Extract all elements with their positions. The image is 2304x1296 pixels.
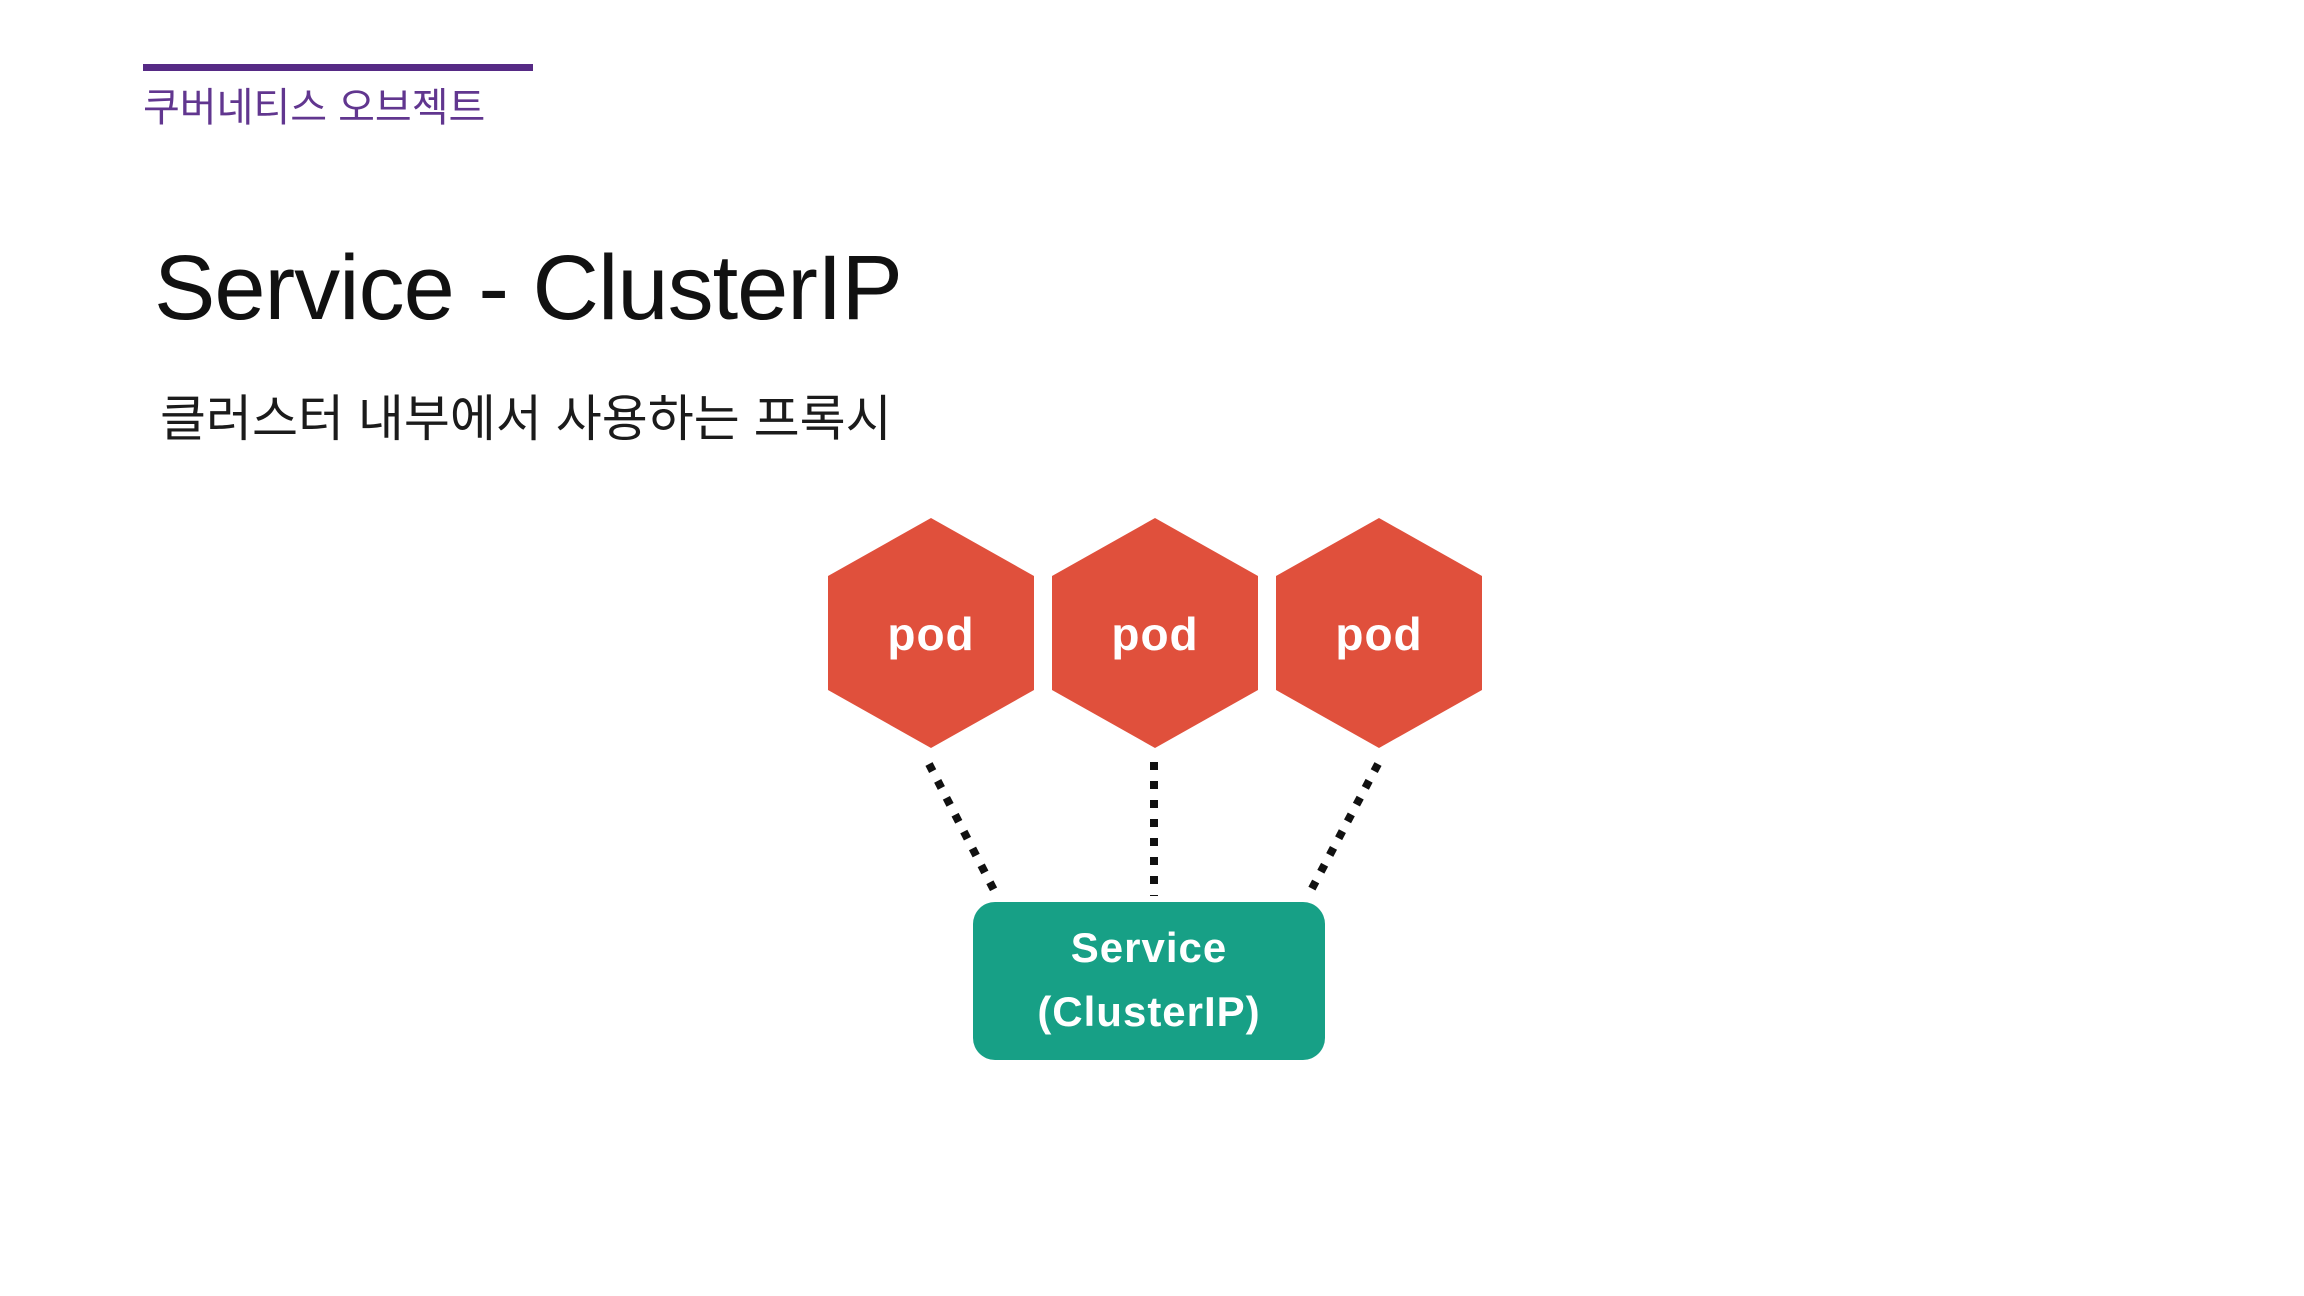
pod-label-1: pod bbox=[887, 608, 974, 660]
service-label-line1: Service bbox=[1071, 924, 1227, 971]
service-label-line2: (ClusterIP) bbox=[1037, 988, 1260, 1035]
pod-hexagon-1 bbox=[828, 518, 1034, 748]
connector-line-3 bbox=[1304, 762, 1382, 898]
pod-hexagon-2 bbox=[1052, 518, 1258, 748]
pod-label-3: pod bbox=[1335, 608, 1422, 660]
page-subtitle: 클러스터 내부에서 사용하는 프록시 bbox=[160, 391, 892, 447]
kicker-label: 쿠버네티스 오브젝트 bbox=[143, 86, 486, 130]
connector-line-1 bbox=[925, 762, 1001, 898]
pod-hexagon-3 bbox=[1276, 518, 1482, 748]
kicker-rule bbox=[143, 64, 533, 71]
pod-label-2: pod bbox=[1111, 608, 1198, 660]
service-box bbox=[973, 902, 1325, 1060]
page-title: Service - ClusterIP bbox=[154, 237, 903, 339]
